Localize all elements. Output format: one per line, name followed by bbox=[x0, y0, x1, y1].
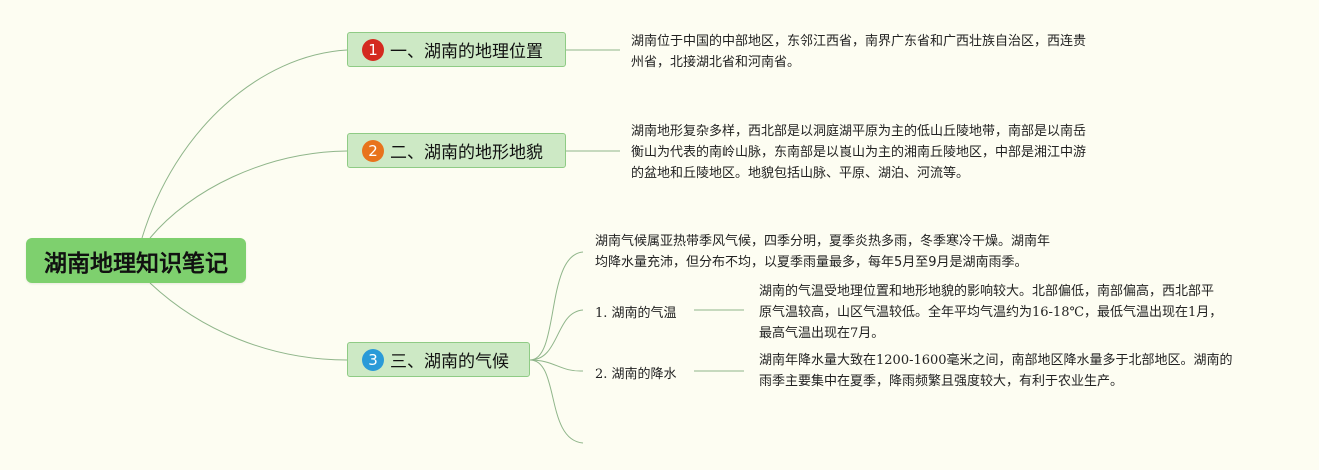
note-line: 州省，北接湖北省和河南省。 bbox=[631, 55, 801, 70]
note-line: 湖南位于中国的中部地区，东邻江西省，南界广东省和广西壮族自治区，西连贵 bbox=[631, 34, 1087, 49]
subtopic-precipitation[interactable]: 2. 湖南的降水 bbox=[595, 363, 677, 382]
connector-branch-3-subtopic-1 bbox=[529, 309, 584, 361]
note-precipitation: 湖南年降水量大致在1200-1600毫米之间，南部地区降水量多于北部地区。湖南的… bbox=[759, 350, 1233, 392]
note-line: 衡山为代表的南岭山脉，东南部是以崀山为主的湘南丘陵地区，中部是湘江中游 bbox=[631, 145, 1087, 160]
branch-label: 二、湖南的地形地貌 bbox=[390, 143, 543, 163]
branch-location[interactable]: 1 一、湖南的地理位置 bbox=[347, 32, 566, 67]
note-line: 湖南的气温受地理位置和地形地貌的影响较大。北部偏低，南部偏高，西北部平 bbox=[759, 284, 1215, 299]
branch-climate[interactable]: 3 三、湖南的气候 bbox=[347, 342, 530, 377]
root-topic[interactable]: 湖南地理知识笔记 bbox=[26, 238, 246, 283]
branch-label: 一、湖南的地理位置 bbox=[390, 42, 543, 62]
note-line: 的盆地和丘陵地区。地貌包括山脉、平原、湖泊、河流等。 bbox=[631, 166, 970, 181]
note-line: 湖南气候属亚热带季风气候，四季分明，夏季炎热多雨，冬季寒冷干燥。湖南年 bbox=[595, 234, 1051, 249]
connector-root-branch-2 bbox=[149, 150, 348, 239]
branch-landform[interactable]: 2 二、湖南的地形地貌 bbox=[347, 133, 566, 168]
note-temperature: 湖南的气温受地理位置和地形地貌的影响较大。北部偏低，南部偏高，西北部平 原气温较… bbox=[759, 281, 1222, 344]
note-line: 均降水量充沛，但分布不均，以夏季雨量最多，每年5月至9月是湖南雨季。 bbox=[595, 255, 1028, 270]
number-3-icon: 3 bbox=[362, 348, 384, 371]
note-line: 最高气温出现在7月。 bbox=[759, 326, 885, 341]
note-line: 湖南年降水量大致在1200-1600毫米之间，南部地区降水量多于北部地区。湖南的 bbox=[759, 353, 1233, 368]
connector-branch-3-subtopic-2 bbox=[529, 359, 584, 372]
connector-root-branch-3 bbox=[149, 282, 348, 361]
note-location: 湖南位于中国的中部地区，东邻江西省，南界广东省和广西壮族自治区，西连贵 州省，北… bbox=[631, 31, 1086, 73]
note-landform: 湖南地形复杂多样，西北部是以洞庭湖平原为主的低山丘陵地带，南部是以南岳 衡山为代… bbox=[631, 121, 1086, 184]
note-line: 雨季主要集中在夏季，降雨频繁且强度较大，有利于农业生产。 bbox=[759, 374, 1124, 389]
subtopic-label: 2. 湖南的降水 bbox=[595, 367, 677, 382]
root-topic-label: 湖南地理知识笔记 bbox=[44, 250, 228, 277]
note-line: 原气温较高，山区气温较低。全年平均气温约为16-18℃，最低气温出现在1月， bbox=[759, 305, 1223, 320]
connector-branch-3-empty bbox=[529, 359, 584, 444]
note-climate-summary: 湖南气候属亚热带季风气候，四季分明，夏季炎热多雨，冬季寒冷干燥。湖南年 均降水量… bbox=[595, 231, 1050, 273]
number-1-icon: 1 bbox=[362, 38, 384, 61]
number-2-icon: 2 bbox=[362, 139, 384, 162]
connector-branch-3-summary bbox=[529, 251, 584, 361]
connector-root-branch-1 bbox=[141, 49, 348, 239]
subtopic-label: 1. 湖南的气温 bbox=[595, 306, 677, 321]
branch-label: 三、湖南的气候 bbox=[390, 352, 509, 372]
subtopic-temperature[interactable]: 1. 湖南的气温 bbox=[595, 302, 677, 321]
note-line: 湖南地形复杂多样，西北部是以洞庭湖平原为主的低山丘陵地带，南部是以南岳 bbox=[631, 124, 1087, 139]
